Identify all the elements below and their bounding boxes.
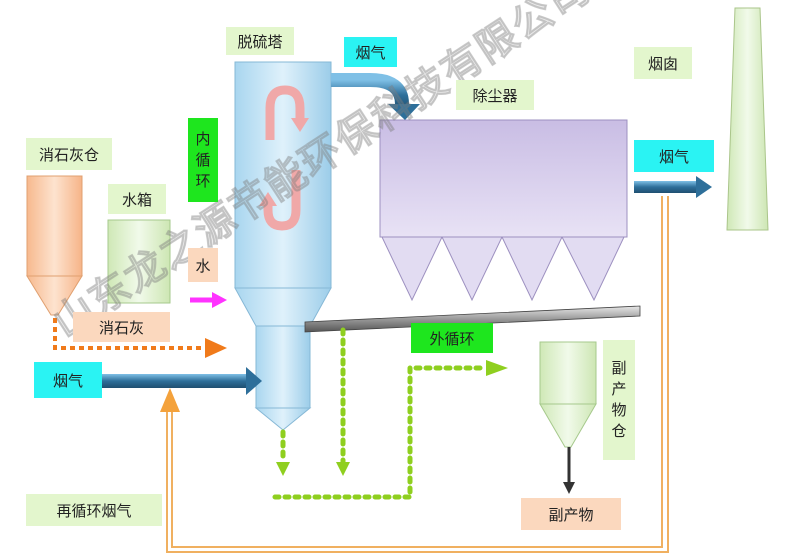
tower-bottom [254, 407, 312, 431]
label-slaked-lime: 消石灰 [73, 312, 170, 342]
label-outer-circulation: 外循环 [411, 323, 493, 353]
water-tank [107, 219, 171, 304]
label-recirculated-flue-gas: 再循环烟气 [26, 494, 162, 526]
lime-silo [26, 175, 83, 277]
label-chimney: 烟囱 [634, 47, 692, 79]
label-byproduct: 副产物 [521, 498, 621, 530]
label-flue-gas-top: 烟气 [344, 37, 397, 67]
water-arrow [212, 292, 227, 308]
dust-collector-hoppers [381, 236, 625, 302]
label-dust-collector: 除尘器 [456, 80, 534, 110]
recirculation-arrowhead [160, 388, 180, 412]
flue-duct-right [634, 181, 698, 193]
screw-conveyor [304, 305, 641, 333]
byproduct-silo [539, 341, 597, 405]
label-water-tank: 水箱 [108, 184, 166, 214]
chimney-shape [726, 7, 769, 231]
tower-lower [255, 325, 311, 409]
label-flue-gas-right: 烟气 [634, 140, 714, 172]
label-water: 水 [188, 248, 218, 282]
tower-upper [234, 61, 332, 289]
lime-feed-line [53, 318, 208, 350]
label-byproduct-bin: 副产物仓 [603, 340, 635, 460]
label-desulfurization-tower: 脱硫塔 [226, 27, 294, 55]
label-flue-gas-left: 烟气 [34, 362, 102, 398]
label-inner-circulation: 内循环 [188, 118, 218, 202]
flue-duct-inlet [100, 374, 250, 388]
outer-circulation-flow [272, 327, 489, 500]
dust-collector-body [379, 119, 628, 238]
tower-taper [234, 287, 332, 327]
inner-circulation-arrow-top [265, 85, 305, 140]
label-lime-bin: 消石灰仓 [26, 138, 112, 170]
inner-circulation-arrow-bottom [263, 170, 301, 231]
flue-duct-top [331, 73, 409, 110]
recirculation-line [166, 196, 669, 553]
